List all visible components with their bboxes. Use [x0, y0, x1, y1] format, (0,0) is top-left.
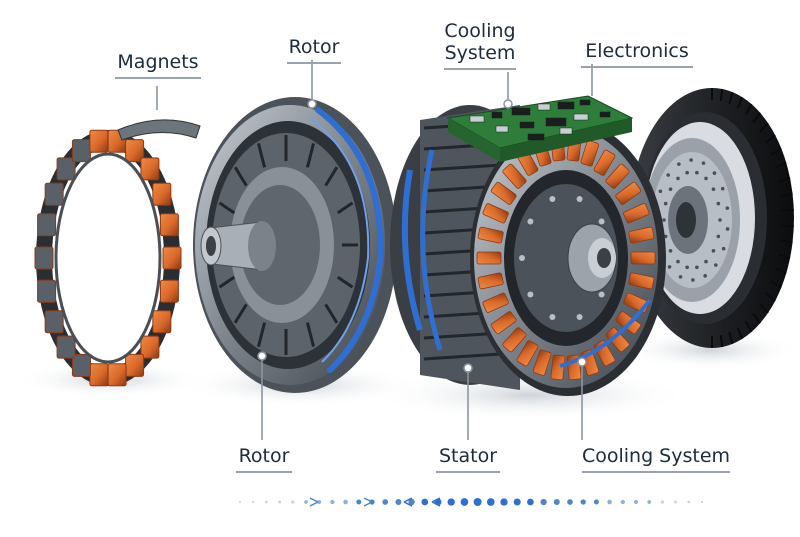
magnet-block: [71, 353, 91, 377]
stator-coil: [516, 340, 539, 367]
label-rotor-top: Rotor: [284, 36, 344, 64]
magnet-block: [162, 246, 182, 270]
stator-coil: [477, 226, 504, 244]
magnet-block: [159, 213, 179, 237]
stator-assembly-icon: [390, 105, 666, 396]
stator-coil: [490, 311, 517, 335]
stator-coil: [482, 292, 509, 313]
stator-coil: [502, 327, 527, 353]
stator-coil: [482, 203, 509, 224]
stator-coil: [605, 327, 630, 353]
leader-lines: [156, 60, 593, 440]
stator-coil: [476, 251, 502, 265]
magnet-block: [89, 363, 109, 387]
magnet-ring-icon: [34, 129, 182, 387]
magnet-block: [159, 279, 179, 303]
magnet-segment-icon: [117, 119, 201, 141]
stator-coil: [605, 163, 630, 189]
magnet-block: [152, 310, 172, 334]
magnet-block: [125, 353, 145, 377]
decorative-dotted-line: [239, 497, 704, 507]
stator-coil: [502, 163, 527, 189]
label-magnets: Magnets: [112, 51, 204, 79]
stator-coil: [490, 181, 517, 205]
stator-coil: [628, 272, 655, 290]
magnet-block: [140, 157, 160, 181]
label-cooling-system-bottom: Cooling System: [578, 445, 734, 473]
magnet-block: [56, 335, 76, 359]
control-electronics-board-icon: [446, 95, 634, 162]
magnet-block: [107, 363, 127, 387]
label-rotor-bottom: Rotor: [233, 445, 295, 473]
stator-coil: [630, 251, 656, 265]
magnet-block: [125, 139, 145, 163]
stator-coil: [550, 354, 566, 381]
leader-dots: [257, 99, 587, 373]
magnet-block: [44, 182, 64, 206]
label-stator: Stator: [433, 445, 503, 473]
magnet-block: [71, 139, 91, 163]
tire-wheel-icon: [630, 88, 794, 348]
stator-coil: [580, 140, 600, 167]
stator-coil: [532, 349, 552, 376]
stator-coil: [477, 272, 504, 290]
magnet-block: [37, 279, 57, 303]
magnet-block: [34, 246, 54, 270]
magnet-block: [37, 213, 57, 237]
stator-coil: [593, 149, 616, 176]
magnet-block: [44, 310, 64, 334]
magnet-block: [140, 335, 160, 359]
magnet-block: [152, 182, 172, 206]
magnet-block: [89, 129, 109, 153]
rotor-shaft-icon: [200, 221, 276, 271]
label-cooling-system-top: Cooling System: [440, 20, 520, 70]
rotor-housing-icon: [193, 97, 397, 393]
label-electronics: Electronics: [578, 40, 696, 68]
magnet-block: [56, 157, 76, 181]
brake-disc-icon: [644, 138, 740, 302]
stator-coil: [628, 226, 655, 244]
stator-coil: [615, 181, 642, 205]
stator-coil: [623, 203, 650, 224]
